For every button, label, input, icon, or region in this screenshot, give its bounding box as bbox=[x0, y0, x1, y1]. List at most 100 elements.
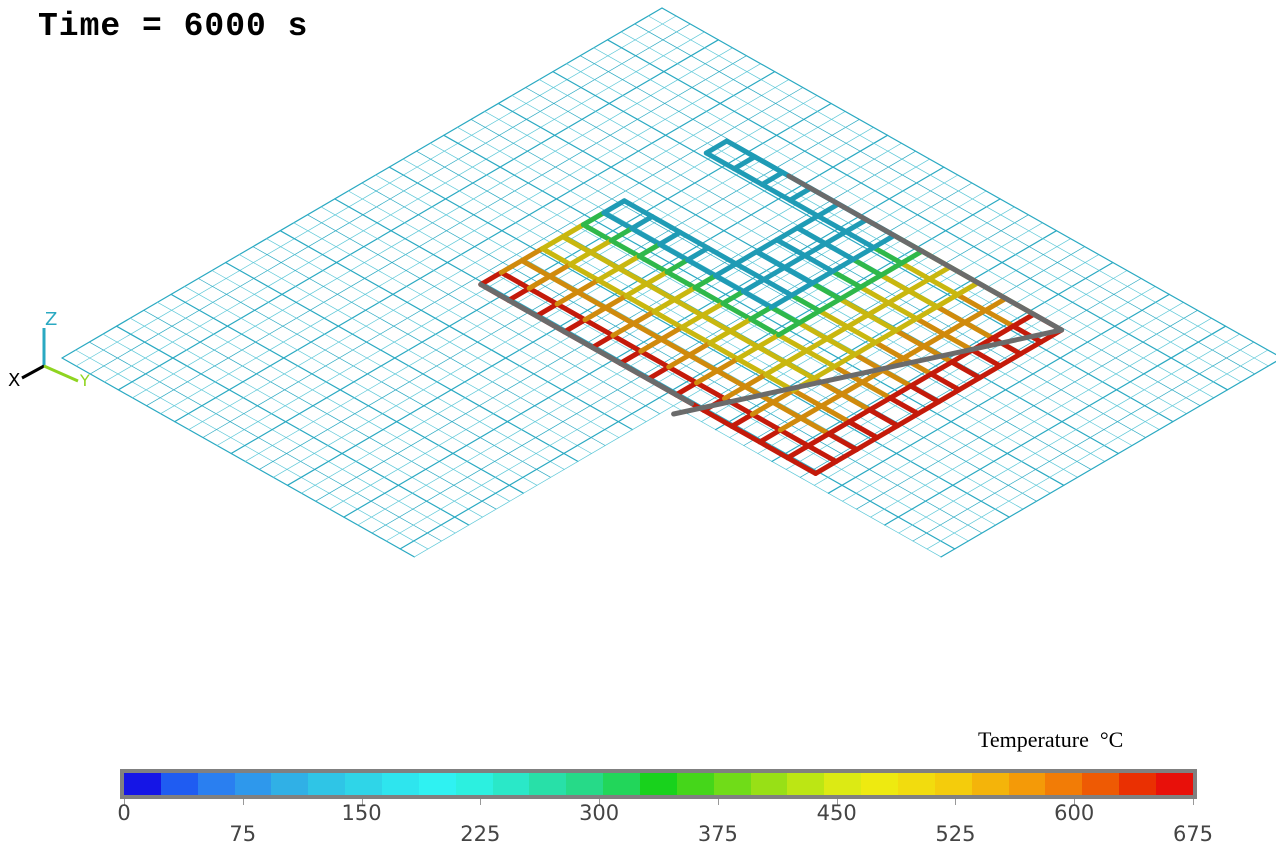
mesh-line bbox=[184, 286, 538, 486]
beam bbox=[645, 364, 672, 382]
beam bbox=[539, 246, 573, 267]
beam bbox=[826, 431, 860, 453]
beam bbox=[886, 288, 912, 306]
mesh-line bbox=[799, 278, 1142, 478]
beam bbox=[720, 301, 754, 322]
beam bbox=[927, 276, 960, 298]
beam bbox=[740, 277, 767, 294]
beam bbox=[707, 328, 733, 346]
beam bbox=[601, 210, 635, 231]
colorbar-tick-mark bbox=[836, 799, 838, 805]
colorbar-segment bbox=[971, 773, 1009, 795]
beam bbox=[865, 300, 891, 318]
beam bbox=[774, 237, 808, 259]
beam bbox=[817, 308, 850, 330]
beam bbox=[822, 241, 856, 262]
mesh-line bbox=[566, 63, 1187, 415]
beam bbox=[854, 435, 880, 453]
x-axis-label: X bbox=[8, 370, 20, 391]
colorbar-segment bbox=[824, 773, 862, 795]
beam bbox=[871, 233, 897, 250]
mesh-line bbox=[443, 134, 1065, 486]
beam bbox=[644, 281, 677, 303]
beam bbox=[867, 407, 901, 429]
mesh-line bbox=[266, 238, 620, 438]
beam bbox=[733, 261, 767, 282]
beam bbox=[915, 399, 942, 417]
beam bbox=[843, 229, 877, 250]
colorbar-segment bbox=[750, 773, 788, 795]
mesh-line bbox=[252, 246, 606, 446]
colorbar-segment bbox=[676, 773, 714, 795]
beam bbox=[777, 415, 804, 433]
beam bbox=[874, 423, 901, 441]
beam bbox=[781, 265, 815, 286]
beam bbox=[692, 285, 726, 306]
beam bbox=[852, 340, 878, 357]
mesh-line bbox=[743, 246, 1086, 446]
beam bbox=[867, 395, 893, 413]
beam bbox=[982, 296, 1009, 313]
beam bbox=[962, 319, 996, 341]
beam bbox=[990, 323, 1016, 341]
mesh-line bbox=[898, 333, 1241, 534]
colorbar-segment bbox=[898, 773, 935, 795]
beam bbox=[567, 261, 601, 283]
beam bbox=[608, 226, 635, 243]
beam bbox=[934, 304, 968, 325]
beam bbox=[722, 384, 748, 401]
mesh-line bbox=[375, 174, 996, 526]
beam bbox=[629, 226, 663, 247]
beam bbox=[727, 316, 754, 334]
beam bbox=[802, 253, 836, 274]
colorbar-tick-label: 525 bbox=[935, 822, 976, 846]
beam bbox=[582, 305, 608, 323]
beam bbox=[908, 371, 934, 389]
beam bbox=[927, 264, 953, 282]
beam bbox=[776, 320, 802, 338]
beam bbox=[616, 253, 642, 271]
beam bbox=[595, 277, 629, 299]
colorbar-tick-label: 225 bbox=[460, 822, 501, 846]
beam bbox=[785, 443, 811, 461]
colorbar-segment bbox=[603, 773, 641, 795]
beam bbox=[589, 333, 616, 350]
mesh-line bbox=[371, 182, 973, 534]
colorbar-tick-mark bbox=[361, 799, 363, 805]
edge-beam bbox=[671, 327, 1065, 417]
colorbar-tick-label: 675 bbox=[1172, 822, 1214, 846]
colorbar-tick-label: 0 bbox=[117, 801, 131, 825]
beam bbox=[757, 427, 783, 445]
beam bbox=[658, 324, 685, 342]
beam bbox=[789, 292, 823, 314]
beam bbox=[815, 201, 841, 219]
beam bbox=[893, 316, 919, 334]
mesh-line bbox=[307, 214, 661, 415]
mesh-line bbox=[157, 301, 511, 502]
beam bbox=[582, 317, 616, 338]
colorbar-segment bbox=[934, 773, 972, 795]
beam bbox=[809, 268, 836, 286]
mesh-line bbox=[129, 317, 483, 518]
beam bbox=[752, 154, 786, 175]
beam bbox=[677, 229, 711, 251]
beam bbox=[629, 214, 655, 231]
beam bbox=[796, 308, 823, 326]
colorbar-segment bbox=[1045, 773, 1083, 795]
beam bbox=[761, 265, 787, 282]
beam bbox=[712, 273, 746, 294]
beam bbox=[575, 277, 601, 295]
mesh-line bbox=[661, 7, 1276, 356]
beam bbox=[580, 210, 607, 228]
beam bbox=[664, 269, 698, 291]
beam bbox=[694, 368, 720, 386]
beam bbox=[899, 260, 932, 282]
y-axis-icon bbox=[43, 364, 79, 383]
colorbar-segment bbox=[529, 773, 567, 795]
mesh-line bbox=[926, 349, 1269, 550]
mesh-line bbox=[484, 111, 1106, 462]
beam bbox=[878, 272, 912, 294]
mesh-line bbox=[856, 309, 1198, 510]
z-axis-label: Z bbox=[45, 309, 57, 330]
beam bbox=[969, 347, 1003, 369]
